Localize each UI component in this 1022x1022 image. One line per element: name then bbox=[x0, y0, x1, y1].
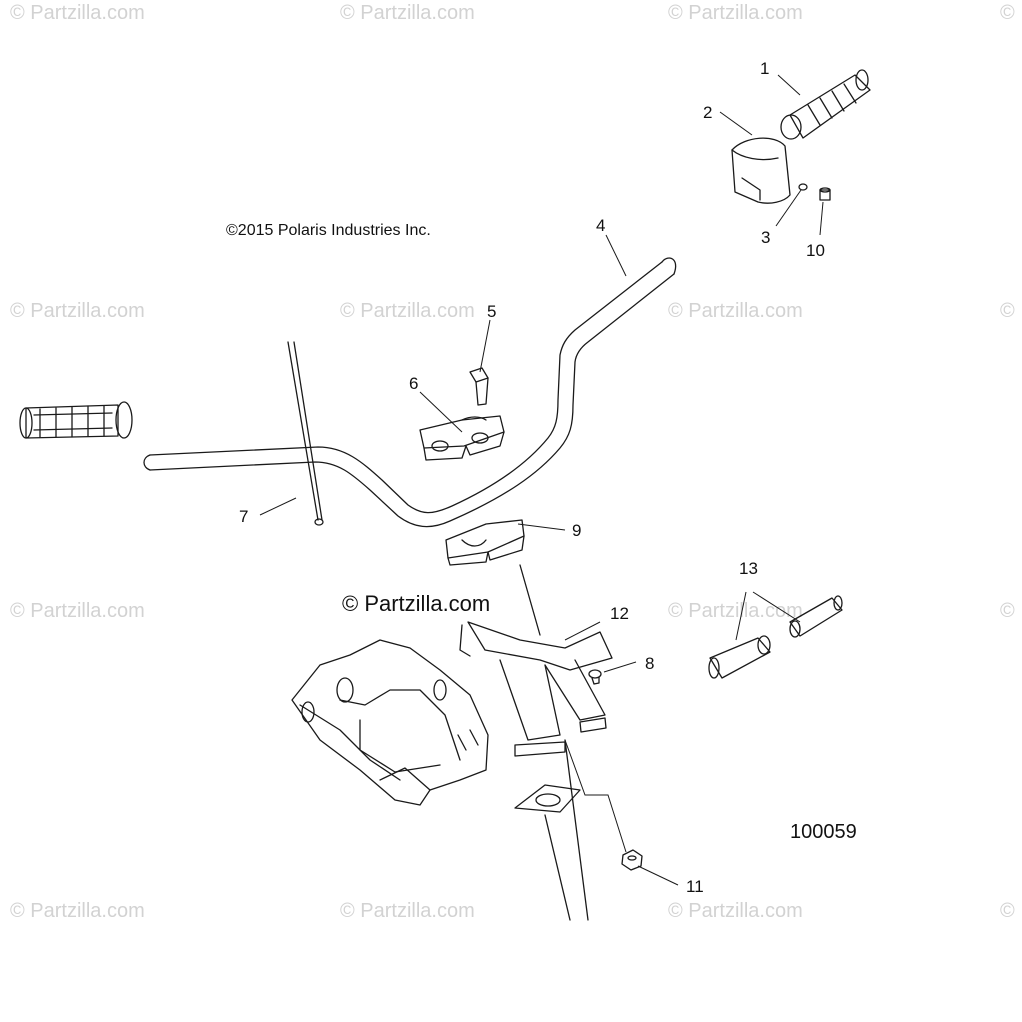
callout-4: 4 bbox=[596, 216, 606, 235]
throttle-housing bbox=[731, 137, 791, 204]
watermark: © Partzilla.com bbox=[668, 900, 803, 922]
watermark: © Partzilla.com bbox=[340, 900, 475, 922]
callout-2: 2 bbox=[703, 103, 713, 122]
leader-lines bbox=[259, 74, 824, 886]
callout-3: 3 bbox=[761, 228, 771, 247]
watermark: © bbox=[1000, 600, 1015, 622]
headlight-pod-housing bbox=[291, 639, 489, 806]
center-watermark: © Partzilla.com bbox=[342, 591, 491, 616]
watermark: © Partzilla.com bbox=[668, 300, 803, 322]
callout-11: 11 bbox=[686, 877, 704, 896]
left-grip bbox=[19, 401, 133, 439]
nut bbox=[621, 849, 643, 871]
bolt bbox=[469, 367, 489, 406]
handlebar bbox=[143, 257, 677, 528]
switch-assembly bbox=[708, 595, 843, 679]
watermark: © Partzilla.com bbox=[340, 2, 475, 24]
steering-post bbox=[514, 564, 589, 921]
watermark: © bbox=[1000, 900, 1015, 922]
watermark: © Partzilla.com bbox=[10, 2, 145, 24]
callout-12: 12 bbox=[610, 604, 629, 623]
upper-clamp bbox=[419, 415, 505, 461]
watermark: © Partzilla.com bbox=[10, 300, 145, 322]
long-bolt bbox=[287, 341, 324, 526]
callout-9: 9 bbox=[572, 521, 582, 540]
callout-6: 6 bbox=[409, 374, 419, 393]
callout-7: 7 bbox=[239, 507, 249, 526]
watermark: © Partzilla.com bbox=[10, 600, 145, 622]
copyright-notice: ©2015 Polaris Industries Inc. bbox=[226, 222, 431, 239]
lower-clamp bbox=[445, 519, 525, 566]
callout-5: 5 bbox=[487, 302, 497, 321]
watermark: © bbox=[1000, 300, 1015, 322]
right-grip bbox=[780, 69, 871, 140]
diagram-number: 100059 bbox=[790, 821, 857, 843]
small-plug bbox=[819, 187, 831, 201]
watermark: © bbox=[1000, 2, 1015, 24]
watermark: © Partzilla.com bbox=[668, 2, 803, 24]
callout-8: 8 bbox=[645, 654, 655, 673]
watermark: © Partzilla.com bbox=[668, 600, 803, 622]
callout-13: 13 bbox=[739, 559, 758, 578]
bracket-screw bbox=[588, 669, 602, 685]
callout-1: 1 bbox=[760, 59, 770, 78]
watermark: © Partzilla.com bbox=[10, 900, 145, 922]
callout-10: 10 bbox=[806, 241, 825, 260]
mounting-bracket bbox=[459, 621, 613, 757]
watermark: © Partzilla.com bbox=[340, 300, 475, 322]
small-screw bbox=[798, 183, 808, 191]
